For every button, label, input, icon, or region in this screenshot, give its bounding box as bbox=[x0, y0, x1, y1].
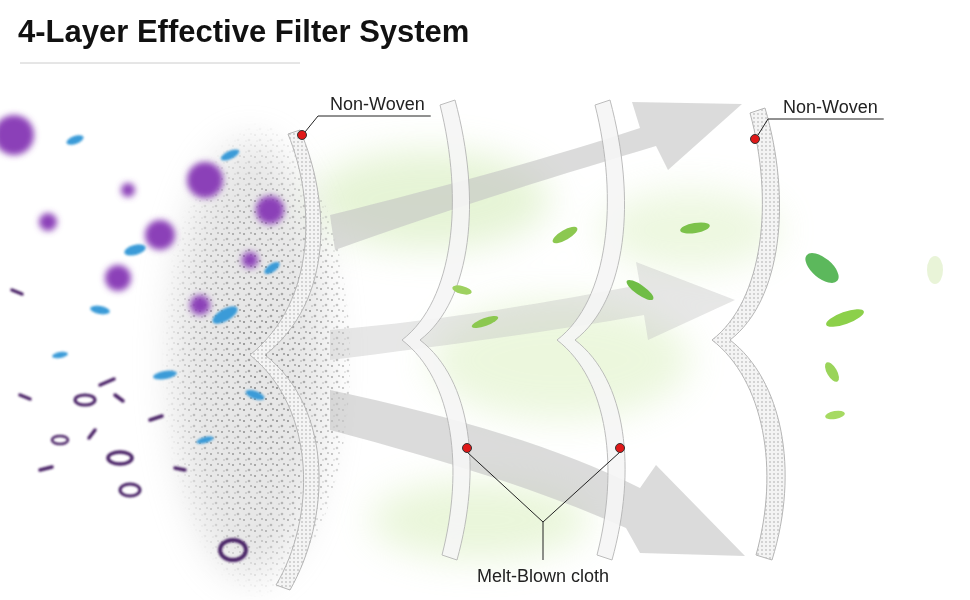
blue-particle bbox=[123, 242, 147, 257]
blue-particle bbox=[244, 388, 266, 402]
ring-particle bbox=[108, 452, 132, 464]
leaf bbox=[800, 247, 843, 288]
airflow-arrow bbox=[330, 102, 742, 250]
leaf bbox=[824, 409, 845, 420]
leaf bbox=[927, 256, 943, 284]
blue-particle bbox=[262, 260, 281, 277]
leaf bbox=[550, 224, 579, 247]
leaf bbox=[824, 306, 866, 331]
blue-particle bbox=[210, 303, 240, 327]
leaf bbox=[451, 284, 472, 297]
dust-cloud bbox=[130, 110, 350, 600]
purple-particle bbox=[145, 220, 175, 250]
leader-lines bbox=[305, 116, 884, 560]
purple-particle bbox=[242, 252, 258, 268]
non-woven-layer bbox=[712, 108, 785, 560]
blue-particle bbox=[219, 147, 241, 163]
label-underline bbox=[768, 119, 884, 120]
blue-particle bbox=[152, 369, 177, 381]
non-woven-layer bbox=[250, 130, 321, 590]
dark-particles bbox=[12, 290, 185, 470]
leaf bbox=[624, 277, 656, 304]
leader-line bbox=[758, 119, 768, 135]
callout-dot bbox=[463, 444, 472, 453]
callout-dot bbox=[298, 131, 307, 140]
purple-particle bbox=[105, 265, 131, 291]
callout-dot bbox=[751, 135, 760, 144]
layer-label: Non-Woven bbox=[783, 97, 878, 118]
blue-particle bbox=[89, 304, 110, 315]
airflow-arrow bbox=[330, 390, 745, 556]
purple-particle bbox=[0, 115, 34, 155]
label-underline bbox=[318, 116, 431, 117]
title-rule bbox=[20, 63, 300, 64]
blue-particle bbox=[52, 351, 69, 360]
melt-blown-layer bbox=[402, 100, 470, 560]
purple-particle bbox=[39, 213, 57, 231]
leaf bbox=[679, 220, 710, 235]
blue-particle bbox=[65, 133, 85, 147]
leader-line bbox=[543, 522, 544, 560]
airflow-arrow bbox=[330, 262, 735, 360]
ring-particle bbox=[52, 436, 68, 444]
haze bbox=[600, 190, 780, 270]
callout-dots bbox=[298, 131, 760, 453]
leaf bbox=[822, 360, 842, 384]
leaf bbox=[470, 313, 499, 330]
dust-specks bbox=[130, 110, 350, 600]
blue-particle bbox=[196, 435, 215, 445]
layer-label: Melt-Blown cloth bbox=[477, 566, 609, 587]
leader-line bbox=[467, 452, 620, 522]
purple-particle bbox=[187, 162, 223, 198]
leader-line bbox=[305, 116, 318, 132]
ring-particle bbox=[120, 484, 140, 496]
pollutant-particles bbox=[0, 115, 284, 560]
layer-label: Non-Woven bbox=[330, 94, 425, 115]
melt-blown-layer bbox=[557, 100, 625, 560]
purple-particle bbox=[256, 196, 284, 224]
leaves bbox=[451, 220, 943, 420]
filter-layers bbox=[250, 100, 785, 590]
ring-particle bbox=[220, 540, 246, 560]
purple-particle bbox=[190, 295, 210, 315]
purple-particle bbox=[121, 183, 135, 197]
airflow-arrows bbox=[330, 102, 745, 556]
callout-dot bbox=[616, 444, 625, 453]
diagram-title: 4-Layer Effective Filter System bbox=[18, 14, 469, 50]
ring-particle bbox=[75, 395, 95, 405]
